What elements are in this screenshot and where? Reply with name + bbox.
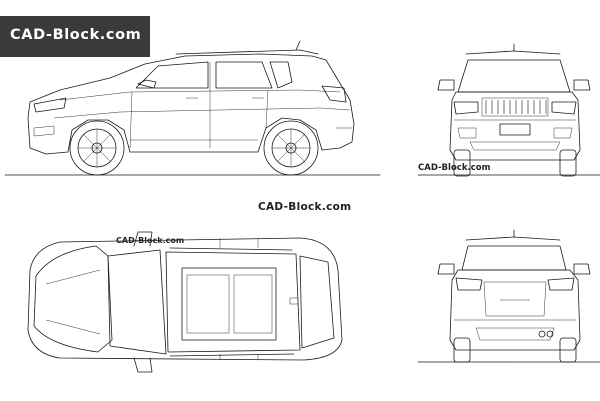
watermark-front: CAD-Block.com [418,163,491,173]
logo-badge: CAD-Block.com [0,16,150,57]
watermark-top: CAD-Block.com [116,236,185,245]
front-view [417,43,600,177]
top-view [27,231,343,373]
rear-view [417,229,600,363]
side-view [4,40,381,176]
watermark-center: CAD-Block.com [258,201,352,213]
logo-text: CAD-Block.com [10,27,142,43]
